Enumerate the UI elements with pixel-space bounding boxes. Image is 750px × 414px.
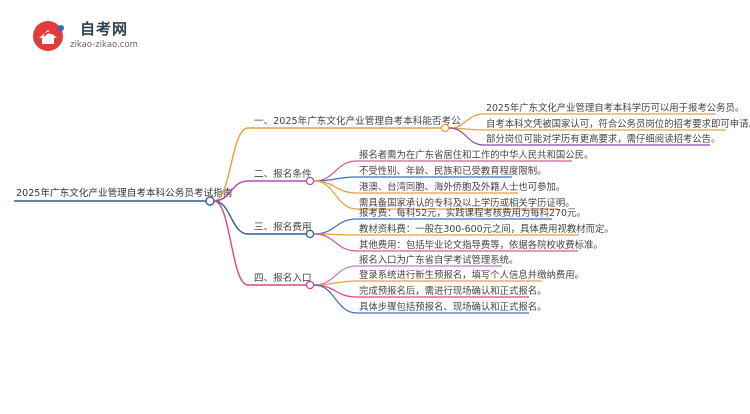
logo-icon [33, 21, 64, 51]
branch-topic[interactable]: 四、报名入口 [254, 272, 312, 284]
leaf-item[interactable]: 报名入口为广东省自学考试管理系统。 [359, 254, 518, 266]
leaf-connector [313, 160, 358, 182]
site-logo[interactable]: 自考网 zikao-zikao.com [30, 14, 190, 58]
leaf-connector [313, 265, 358, 286]
branch-connector [213, 127, 249, 202]
leaf-item[interactable]: 需具备国家承认的专科及以上学历或相关学历证明。 [359, 197, 575, 209]
leaf-item[interactable]: 登录系统进行新生预报名，填写个人信息并缴纳费用。 [359, 269, 584, 281]
root-topic[interactable]: 2025年广东文化产业管理自考本科公务员考试指南 [16, 187, 233, 199]
leaf-connector [448, 127, 485, 146]
leaf-connector [313, 180, 358, 210]
branch-node-dot [305, 229, 315, 239]
leaf-item[interactable]: 港澳、台湾同胞、海外侨胞及外籍人士也可参加。 [359, 181, 565, 193]
leaf-connector [313, 284, 358, 298]
leaf-connector [313, 176, 358, 182]
logo-url: zikao-zikao.com [70, 40, 138, 50]
leaf-item[interactable]: 部分岗位可能对学历有更高要求，需仔细阅读招考公告。 [486, 133, 720, 145]
branch-node-dot [440, 123, 450, 133]
branch-connector [213, 200, 249, 286]
leaf-item[interactable]: 完成预报名后，需进行现场确认和正式报名。 [359, 285, 547, 297]
leaf-item[interactable]: 其他费用：包括毕业论文指导费等，依据各院校收费标准。 [359, 239, 603, 251]
root-node-dot [205, 196, 215, 206]
branch-connector [213, 200, 249, 235]
leaf-connector [313, 218, 358, 235]
leaf-item[interactable]: 报考费：每科52元，实践课程考核费用为每科270元。 [359, 207, 586, 219]
branch-connector [213, 180, 249, 202]
branch-node-dot [305, 176, 315, 186]
leaf-connector [313, 180, 358, 194]
leaf-item[interactable]: 自考本科文凭被国家认可，符合公务员岗位的招考要求即可申请。 [486, 118, 750, 130]
leaf-item[interactable]: 报名者需为在广东省居住和工作的中华人民共和国公民。 [359, 149, 593, 161]
leaf-item[interactable]: 具体步骤包括预报名、现场确认和正式报名。 [359, 301, 547, 313]
leaf-connector [313, 284, 358, 314]
leaf-item[interactable]: 教材资料费：一般在300-600元之间，具体费用视教材而定。 [359, 223, 614, 235]
branch-node-dot [305, 280, 315, 290]
branch-topic[interactable]: 二、报名条件 [254, 168, 312, 180]
branch-topic[interactable]: 一、2025年广东文化产业管理自考本科能否考公 [254, 115, 461, 127]
logo-name: 自考网 [80, 20, 129, 38]
leaf-connector [313, 233, 358, 252]
leaf-item[interactable]: 不受性别、年龄、民族和已受教育程度限制。 [359, 165, 547, 177]
leaf-item[interactable]: 2025年广东文化产业管理自考本科学历可以用于报考公务员。 [486, 102, 744, 114]
branch-topic[interactable]: 三、报名费用 [254, 221, 312, 233]
leaf-connector [313, 280, 358, 286]
